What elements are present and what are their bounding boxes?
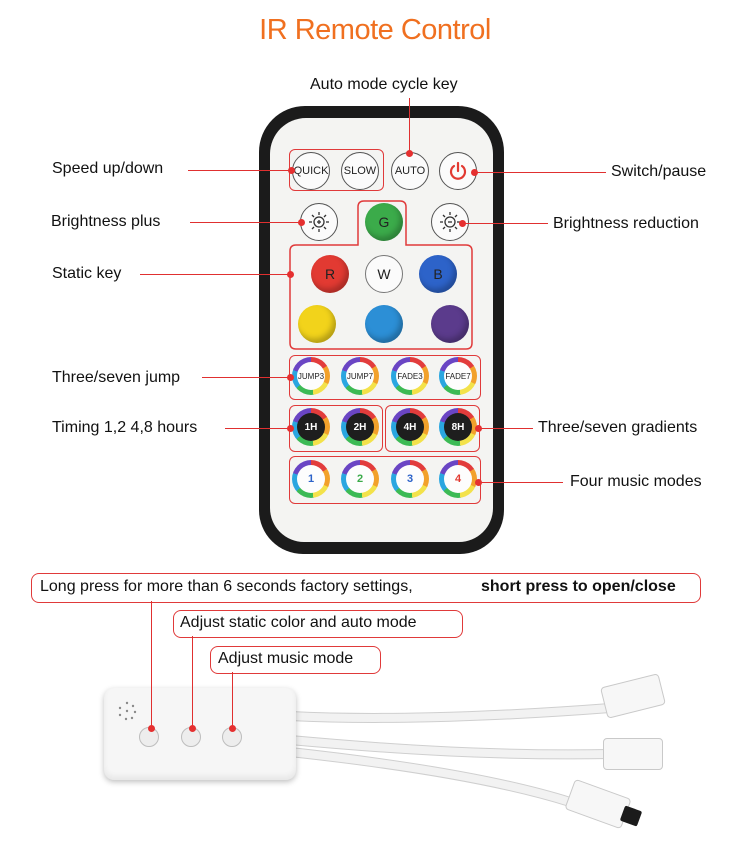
brightness-plus-label: Brightness plus (51, 213, 161, 230)
jump-leader (202, 377, 292, 378)
brightness-plus-leader (190, 222, 302, 223)
music-modes-leader (478, 482, 563, 483)
connector-2 (603, 738, 663, 770)
red-button[interactable]: R (311, 255, 349, 293)
controller-cables (285, 703, 615, 807)
jump-label: Three/seven jump (52, 369, 181, 386)
timing-leader (225, 428, 292, 429)
purple-button[interactable] (431, 305, 469, 343)
timer-4h-button[interactable]: 4H (391, 408, 429, 446)
auto-mode-dot (406, 150, 413, 157)
ir-receiver-icon (118, 701, 137, 721)
page-title: IR Remote Control (259, 14, 491, 46)
brightness-reduction-leader (462, 223, 548, 224)
timer-1h-button[interactable]: 1H (292, 408, 330, 446)
brightness-plus-dot (298, 219, 305, 226)
timer-8h-button[interactable]: 8H (439, 408, 477, 446)
speed-dot (288, 167, 295, 174)
gradients-leader (478, 428, 533, 429)
brightness-reduction-label: Brightness reduction (553, 215, 699, 232)
static-key-label: Static key (52, 265, 122, 282)
green-button[interactable]: G (365, 203, 403, 241)
music-mode-1-button[interactable]: 1 (292, 460, 330, 498)
long-press-text: Long press for more than 6 seconds facto… (40, 578, 413, 595)
jump7-button[interactable]: JUMP7 (341, 357, 379, 395)
white-button[interactable]: W (365, 255, 403, 293)
auto-mode-leader (409, 98, 410, 154)
slow-button[interactable]: SLOW (341, 152, 379, 190)
adjust-static-dot (189, 725, 196, 732)
speed-leader (188, 170, 292, 171)
timing-label: Timing 1,2 4,8 hours (52, 419, 198, 436)
fade7-button[interactable]: FADE7 (439, 357, 477, 395)
brightness-reduction-dot (459, 220, 466, 227)
adjust-static-leader (192, 636, 193, 729)
jump3-button[interactable]: JUMP3 (292, 357, 330, 395)
switch-label: Switch/pause (611, 163, 707, 180)
static-group-outline (289, 200, 473, 350)
music-mode-3-button[interactable]: 3 (391, 460, 429, 498)
jump-dot (287, 374, 294, 381)
music-modes-label: Four music modes (570, 473, 702, 490)
long-press-leader (151, 601, 152, 729)
blue-button[interactable]: B (419, 255, 457, 293)
adjust-static-callout (173, 610, 463, 638)
adjust-music-dot (229, 725, 236, 732)
adjust-static-text: Adjust static color and auto mode (180, 614, 417, 631)
long-press-dot (148, 725, 155, 732)
gradients-dot (475, 425, 482, 432)
power-button[interactable] (439, 152, 477, 190)
sky-blue-button[interactable] (365, 305, 403, 343)
speed-label: Speed up/down (52, 160, 164, 177)
switch-dot (471, 169, 478, 176)
brightness-plus-button[interactable] (300, 203, 338, 241)
adjust-music-leader (232, 672, 233, 729)
yellow-button[interactable] (298, 305, 336, 343)
adjust-music-text: Adjust music mode (218, 650, 354, 667)
sun-plus-icon (309, 212, 329, 232)
music-modes-dot (475, 479, 482, 486)
power-icon (449, 161, 467, 180)
music-mode-2-button[interactable]: 2 (341, 460, 379, 498)
timer-2h-button[interactable]: 2H (341, 408, 379, 446)
static-key-dot (287, 271, 294, 278)
auto-button[interactable]: AUTO (391, 152, 429, 190)
quick-button[interactable]: QUICK (292, 152, 330, 190)
brightness-minus-button[interactable] (431, 203, 469, 241)
short-press-text: short press to open/close (481, 578, 676, 595)
auto-mode-label: Auto mode cycle key (310, 76, 458, 93)
long-press-callout (31, 573, 701, 603)
timing-dot (287, 425, 294, 432)
adjust-music-callout (210, 646, 381, 674)
switch-leader (474, 172, 606, 173)
gradients-label: Three/seven gradients (538, 419, 698, 436)
music-mode-4-button[interactable]: 4 (439, 460, 477, 498)
static-key-leader (140, 274, 292, 275)
sun-minus-icon (440, 212, 460, 232)
fade3-button[interactable]: FADE3 (391, 357, 429, 395)
